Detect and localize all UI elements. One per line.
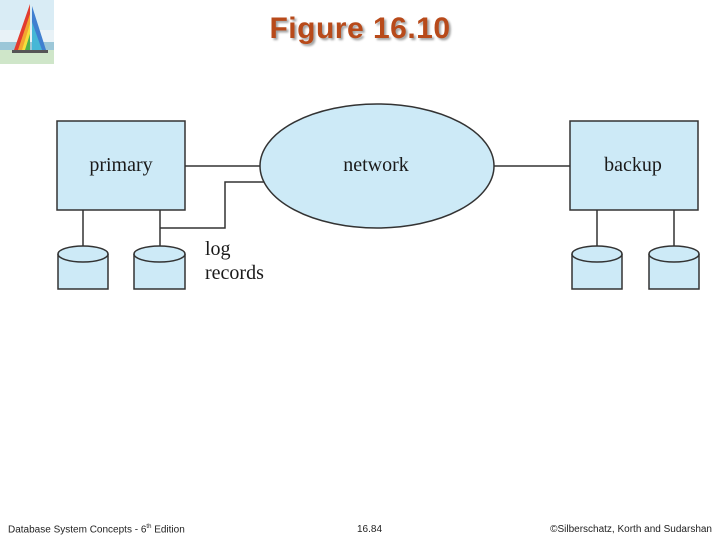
network-label: network — [343, 154, 409, 176]
backup-disk-2 — [648, 245, 700, 290]
log-label: log — [205, 238, 231, 260]
footer-copyright: ©Silberschatz, Korth and Sudarshan — [550, 524, 712, 535]
footer-book-title: Database System Concepts - 6th Edition — [8, 524, 185, 536]
primary-disk-2 — [133, 245, 186, 290]
backup-box — [569, 120, 699, 211]
log-records-line — [160, 181, 265, 229]
footer-page-number: 16.84 — [357, 524, 383, 535]
primary-label: primary — [89, 154, 152, 176]
primary-disk-1 — [57, 245, 109, 290]
records-label: records — [205, 262, 264, 284]
sailboat-logo — [0, 0, 54, 64]
backup-label: backup — [604, 154, 662, 176]
network-ellipse — [259, 103, 495, 229]
backup-disk-1 — [571, 245, 623, 290]
figure-title: Figure 16.10 — [269, 12, 451, 45]
primary-box — [56, 120, 186, 211]
